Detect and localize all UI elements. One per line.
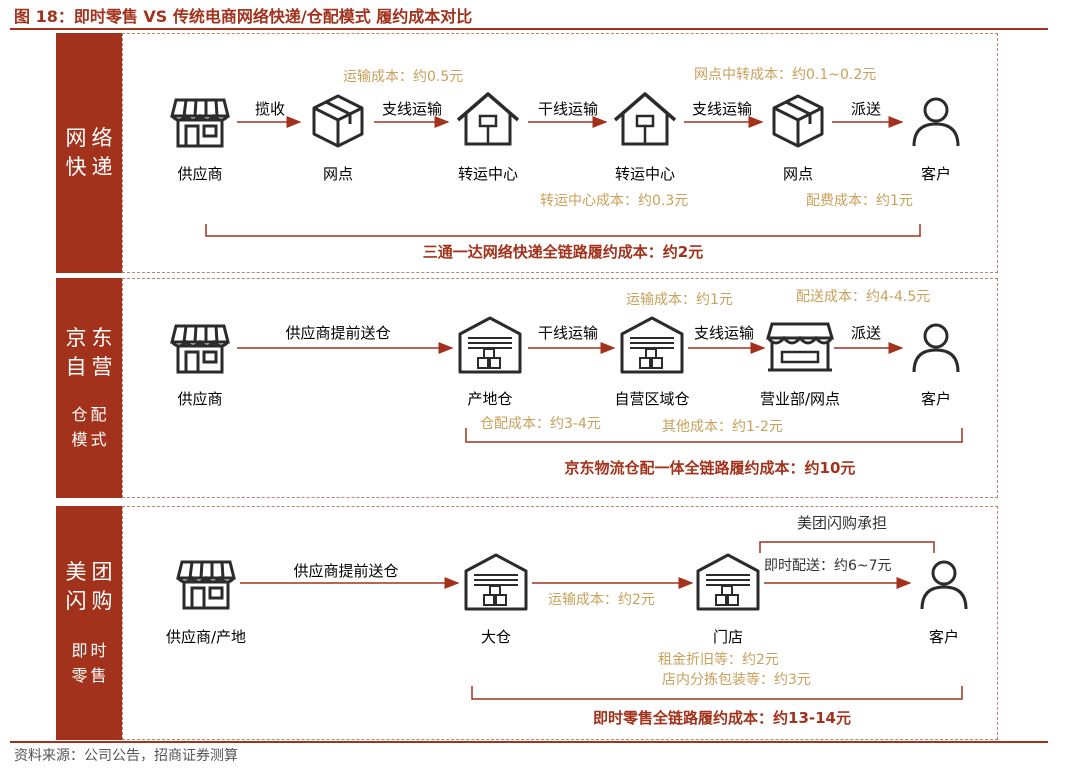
node-label: 转运中心 (614, 165, 676, 183)
cost-label: 其他成本：约1-2元 (662, 419, 783, 435)
arrow-label: 派送 (850, 324, 882, 342)
cost-label: 运输成本：约1元 (626, 292, 733, 308)
warehouse-icon (464, 553, 528, 611)
arrow-label: 干线运输 (537, 100, 599, 118)
panel-label-sub: 仓配 (71, 405, 110, 424)
bracket-p3-top (759, 541, 935, 553)
shop-awning-icon (766, 322, 834, 372)
source-note: 资料来源：公司公告，招商证券测算 (14, 748, 238, 764)
title-rule (10, 28, 1048, 30)
node-label: 自营区域仓 (614, 390, 690, 408)
cost-label: 运输成本：约0.5元 (343, 69, 464, 85)
panel-label-main: 网络 (65, 126, 118, 150)
arrow-label: 揽收 (254, 100, 286, 118)
panel-label-jd: 京东 自营 仓配 模式 (56, 278, 122, 498)
panel-label-main: 快递 (65, 155, 118, 179)
panel-label-main: 自营 (65, 355, 118, 379)
node-label: 网点 (782, 165, 814, 183)
arrow-label: 供应商提前送仓 (293, 562, 399, 580)
arrow-label: 派送 (850, 100, 882, 118)
store-icon (176, 560, 236, 610)
panel-label-main: 美团 (65, 560, 118, 584)
cost-label: 网点中转成本：约0.1~0.2元 (694, 67, 877, 83)
box-icon (312, 94, 364, 148)
panel-label-main: 京东 (65, 326, 118, 350)
arrow-label: 支线运输 (693, 324, 755, 342)
panel-label-express: 网络 快递 (56, 33, 122, 273)
box-icon (772, 94, 824, 148)
node-label: 大仓 (480, 628, 512, 646)
panel-label-meituan: 美团 闪购 即时 零售 (56, 506, 122, 740)
node-label: 转运中心 (457, 165, 519, 183)
footer-rule (10, 741, 1048, 743)
cost-label: 租金折旧等：约2元 (658, 652, 779, 668)
figure-title: 图 18：即时零售 VS 传统电商网络快递/仓配模式 履约成本对比 (14, 7, 473, 26)
total-cost: 京东物流仓配一体全链路履约成本：约10元 (564, 459, 856, 477)
node-label: 供应商 (177, 165, 223, 183)
node-label: 网点 (322, 165, 354, 183)
cost-label: 运输成本：约2元 (548, 592, 655, 608)
transit-house-icon (613, 92, 677, 146)
node-label: 门店 (712, 628, 744, 646)
warehouse-icon (620, 316, 684, 374)
transit-house-icon (456, 92, 520, 146)
arrow-label: 干线运输 (537, 324, 599, 342)
node-label: 产地仓 (467, 390, 513, 408)
bracket-p2 (465, 428, 963, 443)
panel-box-express (122, 33, 998, 273)
panel-label-main: 闪购 (65, 589, 118, 613)
cost-label: 即时配送：约6~7元 (764, 558, 892, 574)
bracket-p3 (471, 686, 963, 700)
arrow-label: 供应商提前送仓 (285, 324, 391, 342)
node-label: 客户 (920, 390, 952, 408)
total-cost: 三通一达网络快递全链路履约成本：约2元 (422, 243, 704, 261)
bracket-label: 美团闪购承担 (796, 514, 888, 532)
customer-icon (920, 560, 968, 611)
node-label: 客户 (928, 628, 960, 646)
node-label: 营业部/网点 (759, 390, 841, 408)
store-icon (170, 324, 230, 374)
warehouse-icon (458, 316, 522, 374)
warehouse-icon (696, 553, 760, 611)
arrow-label: 支线运输 (691, 100, 753, 118)
customer-icon (912, 323, 960, 374)
cost-label: 配送成本：约4-4.5元 (796, 289, 931, 305)
panel-box-jd (122, 278, 998, 498)
cost-label: 配费成本：约1元 (806, 193, 913, 209)
panel-label-sub: 即时 (71, 641, 110, 660)
panel-label-sub: 模式 (71, 430, 110, 449)
cost-label: 仓配成本：约3-4元 (480, 416, 601, 432)
cost-label: 店内分拣包装等：约3元 (662, 672, 811, 688)
node-label: 供应商 (177, 390, 223, 408)
total-cost: 即时零售全链路履约成本：约13-14元 (593, 709, 851, 727)
cost-label: 转运中心成本：约0.3元 (540, 193, 689, 209)
customer-icon (912, 97, 960, 148)
node-label: 客户 (920, 165, 952, 183)
panel-label-sub: 零售 (71, 666, 110, 685)
store-icon (170, 98, 230, 148)
panel-box-meituan (122, 506, 998, 740)
bracket-p1 (205, 224, 921, 237)
node-label: 供应商/产地 (165, 628, 247, 646)
arrow-label: 支线运输 (381, 100, 443, 118)
